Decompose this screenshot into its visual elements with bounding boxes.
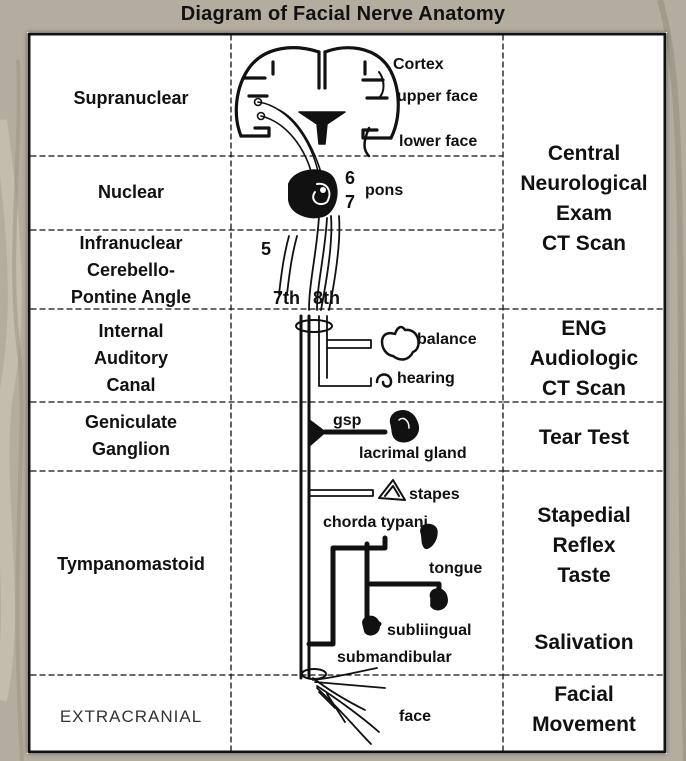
- lower-face-bracket: [365, 128, 370, 156]
- label-pons: pons: [365, 182, 403, 200]
- stapes-icon: [379, 480, 405, 500]
- level-internal-auditory-canal: Internal Auditory Canal: [31, 318, 231, 399]
- sublingual-gland-icon: [430, 589, 447, 610]
- balance-organ: [382, 327, 419, 359]
- label-tongue: tongue: [429, 560, 482, 578]
- exam-tear-test: Tear Test: [504, 423, 664, 453]
- label-eighth: 8th: [313, 288, 340, 309]
- geniculate-ganglion: [309, 420, 325, 446]
- exam-central: Central Neurological Exam CT Scan: [504, 139, 664, 259]
- label-five: 5: [261, 239, 271, 260]
- face-branches: [313, 668, 385, 744]
- level-geniculate-ganglion: Geniculate Ganglion: [31, 409, 231, 463]
- level-extracranial: EXTRACRANIAL: [31, 707, 231, 727]
- label-hearing: hearing: [397, 370, 455, 388]
- label-seventh: 7th: [273, 288, 300, 309]
- diagram-title: Diagram of Facial Nerve Anatomy: [0, 3, 686, 26]
- level-nuclear: Nuclear: [31, 179, 231, 206]
- label-balance: balance: [417, 331, 477, 349]
- lacrimal-gland-icon: [391, 411, 419, 442]
- level-tympanomastoid: Tympanomastoid: [31, 551, 231, 578]
- label-gsp: gsp: [333, 412, 361, 430]
- label-face: face: [399, 708, 431, 726]
- exam-eng: ENG Audiologic CT Scan: [504, 314, 664, 404]
- label-submandibular: submandibular: [337, 649, 452, 667]
- label-chorda-typani: chorda typani: [323, 514, 428, 532]
- exam-facial-movement: Facial Movement: [504, 680, 664, 740]
- level-infranuclear: Infranuclear Cerebello- Pontine Angle: [31, 230, 231, 311]
- label-seven: 7: [345, 192, 355, 213]
- level-supranuclear: Supranuclear: [31, 85, 231, 112]
- label-sublingual: subliingual: [387, 622, 471, 640]
- upper-face-bracket: [379, 72, 384, 98]
- label-six: 6: [345, 168, 355, 189]
- exam-salivation: Salivation: [504, 628, 664, 658]
- submandibular-gland-icon: [363, 616, 379, 634]
- exam-stapedial: Stapedial Reflex Taste: [504, 501, 664, 591]
- label-stapes: stapes: [409, 486, 460, 504]
- stapes-branch: [309, 490, 373, 496]
- cochlea-icon: [377, 375, 391, 387]
- label-lacrimal-gland: lacrimal gland: [359, 445, 467, 463]
- label-upper-face: upper face: [397, 88, 478, 106]
- label-cortex: Cortex: [393, 56, 444, 74]
- label-lower-face: lower face: [399, 133, 477, 151]
- facial-nerve-trunk: [296, 316, 332, 679]
- diagram-sheet: Supranuclear Nuclear Infranuclear Cerebe…: [27, 32, 667, 754]
- pons-shape: [289, 170, 337, 217]
